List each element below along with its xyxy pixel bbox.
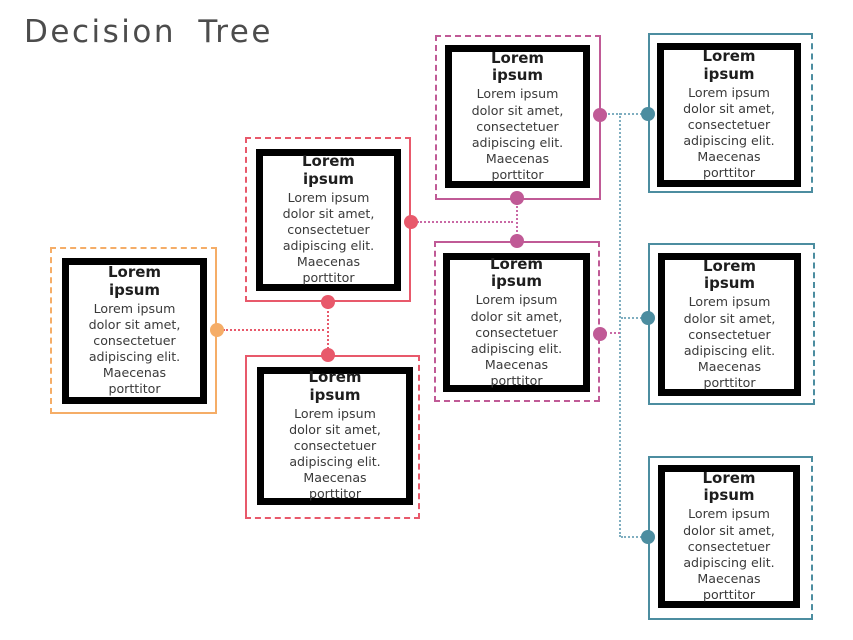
node-body: Lorem ipsum dolor sit amet, consectetuer… <box>282 189 375 286</box>
connector-dot-optionmid-top <box>510 234 524 248</box>
node-title: Lorem ipsum <box>702 47 756 83</box>
connector-dot-optionmid-right <box>593 327 607 341</box>
connector-dot-leafbottom-left <box>641 530 655 544</box>
node-body: Lorem ipsum dolor sit amet, consectetuer… <box>683 84 775 181</box>
connector-dot-branchtop-bottom <box>321 295 335 309</box>
node-body: Lorem ipsum dolor sit amet, consectetuer… <box>470 292 563 388</box>
tree-node-leaf-bottom: Lorem ipsum Lorem ipsum dolor sit amet, … <box>658 465 800 608</box>
node-body: Lorem ipsum dolor sit amet, consectetuer… <box>683 506 775 602</box>
connector-leaf-bottom-stub <box>621 536 645 538</box>
connector-dot-optiontop-right <box>593 108 607 122</box>
connector-dot-branchbottom-top <box>321 348 335 362</box>
connector-root-to-branches <box>223 329 324 331</box>
node-title: Lorem ipsum <box>301 152 356 188</box>
node-title: Lorem ipsum <box>308 368 362 404</box>
connector-option-split <box>516 203 518 239</box>
connector-branch-split <box>327 307 329 353</box>
connector-option-mid-stub <box>605 332 620 334</box>
node-body: Lorem ipsum dolor sit amet, consectetuer… <box>289 405 381 502</box>
connector-dot-branchtop-right <box>404 215 418 229</box>
connector-option-to-leaf-top <box>605 113 645 115</box>
node-title: Lorem ipsum <box>490 48 545 85</box>
connector-leaf-trunk <box>619 113 621 537</box>
node-title: Lorem ipsum <box>107 263 162 299</box>
connector-dot-leafmid-left <box>641 311 655 325</box>
node-title: Lorem ipsum <box>702 256 757 293</box>
tree-node-branch-bottom: Lorem ipsum Lorem ipsum dolor sit amet, … <box>257 367 413 505</box>
tree-node-branch-top: Lorem ipsum Lorem ipsum dolor sit amet, … <box>256 149 401 291</box>
page-title: Decision Tree <box>24 14 273 50</box>
connector-dot-optiontop-bottom <box>510 191 524 205</box>
tree-node-leaf-mid: Lorem ipsum Lorem ipsum dolor sit amet, … <box>658 253 801 396</box>
connector-dot-leaftop-left <box>641 107 655 121</box>
connector-leaf-mid-stub <box>621 317 645 319</box>
tree-node-leaf-top: Lorem ipsum Lorem ipsum dolor sit amet, … <box>657 43 801 187</box>
node-body: Lorem ipsum dolor sit amet, consectetuer… <box>683 294 776 390</box>
node-title: Lorem ipsum <box>489 254 544 291</box>
node-title: Lorem ipsum <box>702 468 756 505</box>
tree-node-option-mid: Lorem ipsum Lorem ipsum dolor sit amet, … <box>443 253 590 392</box>
connector-branch-to-options <box>417 221 513 223</box>
node-body: Lorem ipsum dolor sit amet, consectetuer… <box>471 86 564 182</box>
tree-node-option-top: Lorem ipsum Lorem ipsum dolor sit amet, … <box>445 45 590 188</box>
node-body: Lorem ipsum dolor sit amet, consectetuer… <box>88 300 181 397</box>
tree-node-root: Lorem ipsum Lorem ipsum dolor sit amet, … <box>62 258 207 404</box>
connector-dot-root-right <box>210 323 224 337</box>
